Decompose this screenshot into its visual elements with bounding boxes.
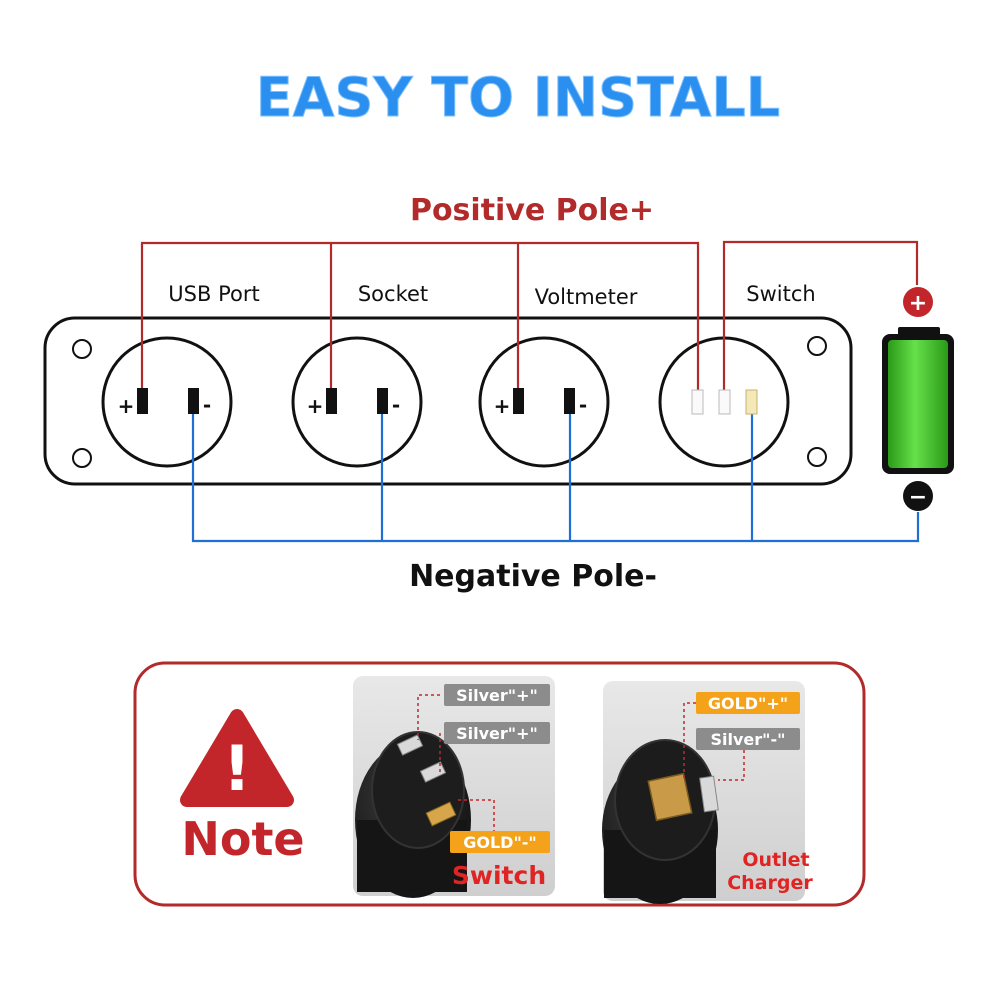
outlet-caption-line1: Outlet bbox=[742, 849, 809, 871]
voltmeter-minus-sign: - bbox=[579, 393, 587, 417]
mount-hole bbox=[72, 448, 92, 468]
negative-pole-label: Negative Pole- bbox=[409, 559, 657, 594]
battery-icon bbox=[882, 287, 954, 511]
voltmeter-circle bbox=[478, 336, 610, 468]
switch-tag-silver-plus-2-text: Silver"+" bbox=[456, 724, 538, 743]
switch-tag-silver-plus-1-text: Silver"+" bbox=[456, 686, 538, 705]
switch-tag-silver-plus-2 bbox=[444, 722, 550, 744]
switch-caption: Switch bbox=[452, 861, 546, 890]
socket-terminals bbox=[326, 388, 388, 414]
voltmeter-terminals bbox=[513, 388, 575, 414]
battery-minus-sign: − bbox=[909, 485, 927, 510]
usb-port-circle bbox=[101, 336, 233, 468]
socket-minus-sign: - bbox=[392, 393, 400, 417]
socket-plus-sign: + bbox=[307, 394, 324, 418]
positive-pole-label: Positive Pole+ bbox=[410, 193, 654, 228]
component-label-switch: Switch bbox=[746, 282, 815, 306]
page-title: EASY TO INSTALL bbox=[256, 66, 780, 129]
positive-wiring bbox=[140, 240, 919, 392]
battery-minus-icon bbox=[903, 481, 933, 511]
usb-port-terminals bbox=[137, 388, 199, 414]
outlet-tag-gold-plus bbox=[696, 692, 800, 714]
note-label: Note bbox=[181, 812, 304, 866]
warning-exclamation: ! bbox=[223, 732, 251, 805]
negative-wiring bbox=[191, 412, 920, 543]
outlet-tag-gold-plus-text: GOLD"+" bbox=[708, 694, 788, 713]
warning-triangle-icon bbox=[180, 709, 294, 807]
outlet-tag-silver-minus bbox=[696, 728, 800, 750]
mount-hole bbox=[807, 336, 827, 356]
battery-plus-sign: + bbox=[909, 291, 927, 316]
outlet-tag-silver-minus-text: Silver"-" bbox=[711, 730, 786, 749]
battery-plus-icon bbox=[903, 287, 933, 317]
socket-circle bbox=[291, 336, 423, 468]
outlet-caption-line2: Charger bbox=[727, 872, 813, 894]
switch-tag-gold-minus bbox=[450, 831, 550, 853]
switch-tag-silver-plus-1 bbox=[444, 684, 550, 706]
mount-hole bbox=[72, 339, 92, 359]
voltmeter-plus-sign: + bbox=[494, 394, 511, 418]
switch-tag-gold-minus-text: GOLD"-" bbox=[463, 833, 537, 852]
usb-port-plus-sign: + bbox=[118, 394, 135, 418]
switch-terminals bbox=[691, 389, 758, 415]
component-label-usb-port: USB Port bbox=[168, 282, 259, 306]
component-label-voltmeter: Voltmeter bbox=[535, 285, 638, 309]
component-label-socket: Socket bbox=[358, 282, 428, 306]
usb-port-minus-sign: - bbox=[203, 393, 211, 417]
mount-hole bbox=[807, 447, 827, 467]
